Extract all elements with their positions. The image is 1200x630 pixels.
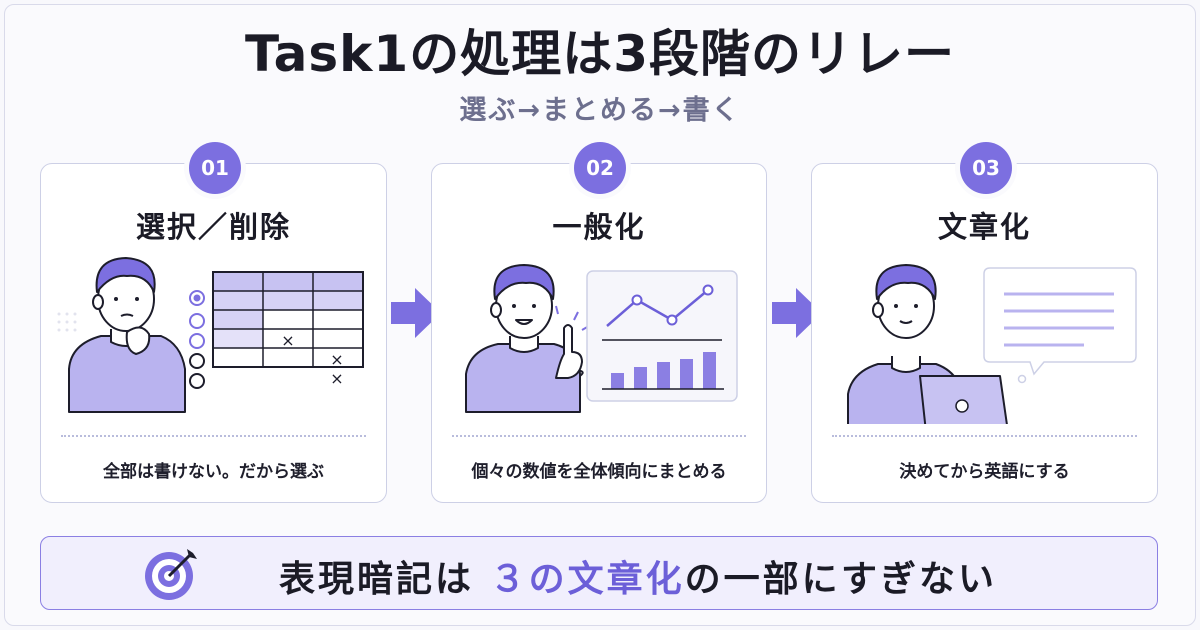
radio-list-icon bbox=[189, 290, 205, 389]
arrow-right-icon bbox=[391, 288, 441, 338]
step-card-select: 01 選択／削除 bbox=[40, 142, 387, 503]
step-caption: 個々の数値を全体傾向にまとめる bbox=[471, 462, 727, 482]
banner-highlight: ３の文章化 bbox=[489, 559, 685, 600]
speech-bubble-icon bbox=[983, 267, 1137, 384]
arrow-right-icon bbox=[772, 288, 822, 338]
dot-pattern bbox=[57, 312, 77, 332]
banner-text-before: 表現暗記は bbox=[279, 559, 475, 600]
sparkle-icon bbox=[555, 305, 590, 331]
person-icon bbox=[68, 257, 186, 413]
pointing-person-chart-illustration bbox=[465, 264, 738, 413]
laptop-icon bbox=[919, 375, 1008, 424]
banner-text-after: の一部にすぎない bbox=[684, 559, 997, 600]
table-mark: × bbox=[330, 350, 343, 369]
divider bbox=[832, 435, 1137, 437]
target-icon bbox=[145, 549, 197, 600]
step-card-generalize: 02 一般化 bbox=[431, 142, 767, 503]
divider bbox=[61, 435, 366, 437]
step-badge: 02 bbox=[574, 142, 626, 194]
step-title: 選択／削除 bbox=[135, 210, 291, 244]
step-title: 文章化 bbox=[937, 210, 1031, 244]
step-title: 一般化 bbox=[552, 210, 646, 244]
typing-person-laptop-illustration bbox=[847, 264, 1137, 424]
bar-chart-icon bbox=[602, 352, 724, 390]
page-title: Task1の処理は3段階のリレー bbox=[245, 25, 955, 83]
divider bbox=[452, 435, 746, 437]
table-mark: × bbox=[330, 369, 343, 388]
step-badge: 03 bbox=[960, 142, 1012, 194]
line-chart-icon bbox=[606, 284, 714, 327]
table-icon bbox=[212, 271, 364, 368]
chart-panel bbox=[586, 270, 738, 402]
person-icon bbox=[465, 264, 584, 413]
page-subtitle: 選ぶ→まとめる→書く bbox=[459, 95, 741, 126]
step-caption: 全部は書けない。だから選ぶ bbox=[103, 462, 324, 482]
summary-banner: 表現暗記は ３の文章化の一部にすぎない bbox=[40, 536, 1158, 610]
banner-text: 表現暗記は ３の文章化の一部にすぎない bbox=[279, 550, 997, 602]
step-card-write: 03 文章化 決めてから英語にする bbox=[811, 142, 1158, 503]
step-badge: 01 bbox=[189, 142, 241, 194]
thinking-person-table-illustration: × × × bbox=[57, 257, 364, 413]
table-mark: × bbox=[281, 331, 294, 350]
step-caption: 決めてから英語にする bbox=[899, 462, 1070, 482]
